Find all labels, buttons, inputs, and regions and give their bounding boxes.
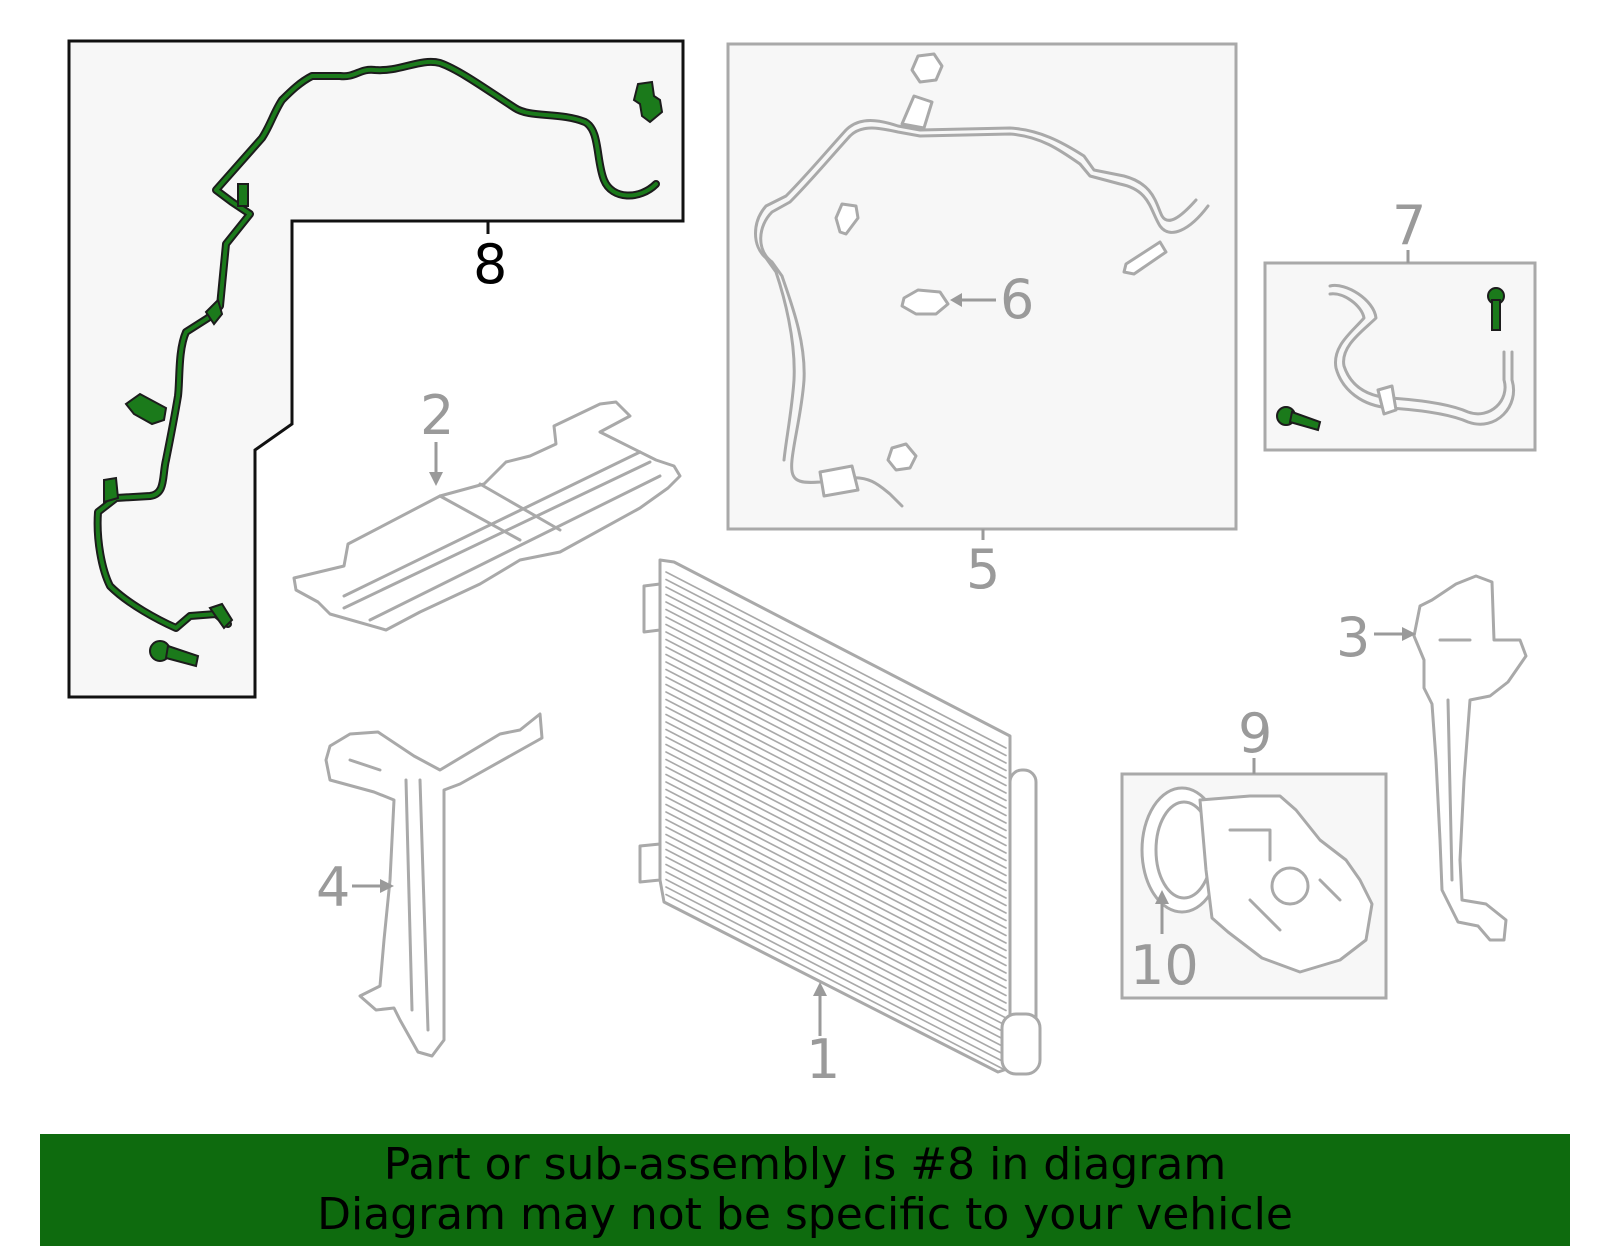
part-5-bolt-a [834, 202, 860, 236]
part-8-hose-core [95, 59, 658, 630]
part-1-fins [665, 571, 1007, 1072]
info-banner: Part or sub-assembly is #8 in diagram Di… [40, 1134, 1570, 1246]
callout-2[interactable]: 2 [420, 384, 454, 447]
part-1-condenser[interactable] [638, 558, 1042, 1076]
part-4-ribs [348, 758, 430, 1032]
banner-line-2: Diagram may not be specific to your vehi… [317, 1189, 1293, 1240]
callout-5[interactable]: 5 [966, 538, 1000, 601]
part-8-clip-lower [103, 476, 120, 504]
part-5-muffler [818, 464, 860, 498]
part-9-details [1228, 828, 1342, 932]
part-5-box [726, 42, 1238, 531]
part-8-group[interactable] [67, 39, 685, 699]
part-5-bolt-b [1122, 240, 1168, 276]
part-8-bracket [204, 298, 224, 326]
part-1-receiver-cap [1000, 1012, 1042, 1076]
part-2-shield[interactable] [292, 400, 682, 632]
part-7-clip [1376, 384, 1398, 416]
part-3-bracket[interactable] [1412, 574, 1528, 942]
part-8-box [67, 39, 685, 699]
callout-4-arrow [380, 879, 394, 893]
part-5-hose-inner [754, 119, 1198, 462]
part-7-bolt-a [1487, 287, 1505, 331]
callout-2-arrow [429, 472, 443, 486]
part-3-ribs [1438, 638, 1472, 882]
part-5-hose [759, 126, 1210, 508]
callout-3-arrow [1402, 627, 1416, 641]
part-1-bracket-bottom [638, 842, 662, 884]
part-2-ribs [342, 450, 662, 622]
part-7-hose-inner [1328, 292, 1515, 426]
callout-4[interactable]: 4 [316, 856, 350, 919]
part-1-bracket-top [642, 582, 662, 634]
callout-3[interactable]: 3 [1336, 606, 1370, 669]
part-7-group[interactable] [1263, 261, 1537, 452]
callout-6[interactable]: 6 [1000, 268, 1034, 331]
callout-1-arrow [813, 982, 827, 996]
banner-line-1: Part or sub-assembly is #8 in diagram [383, 1139, 1227, 1190]
callout-8[interactable]: 8 [473, 233, 507, 296]
part-5-nut-bottom [886, 442, 918, 472]
part-7-hose [1328, 283, 1507, 416]
part-9-compressor-body [1198, 794, 1374, 974]
part-5-group[interactable] [726, 42, 1238, 531]
callout-6-arrow [950, 293, 962, 307]
part-8-clip [237, 183, 249, 207]
part-5-bracket [900, 94, 934, 130]
part-7-bolt-b [1276, 406, 1322, 432]
part-8-end-fitting [632, 80, 664, 124]
callout-10[interactable]: 10 [1130, 934, 1199, 997]
part-8-bolt [149, 640, 200, 668]
callout-10-arrow [1155, 890, 1169, 904]
part-8-sensor [124, 392, 168, 426]
part-6-valve [900, 288, 950, 316]
part-5-nut-top [910, 52, 944, 84]
part-9-port [1270, 866, 1310, 906]
callout-1[interactable]: 1 [806, 1028, 840, 1091]
callout-7[interactable]: 7 [1392, 194, 1426, 257]
part-9-group[interactable] [1120, 772, 1388, 1000]
part-4-bracket[interactable] [324, 712, 544, 1058]
part-8-end-clip [208, 602, 234, 630]
callout-9[interactable]: 9 [1238, 702, 1272, 765]
